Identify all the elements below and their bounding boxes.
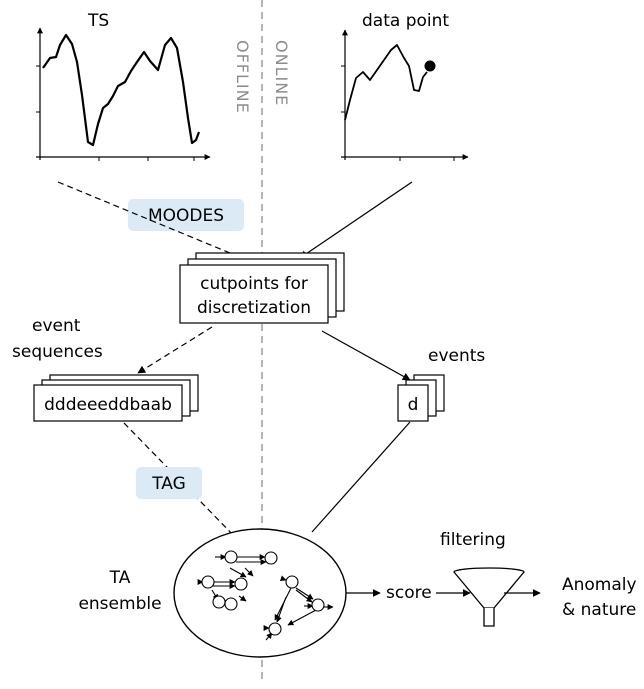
event-sequence-example: dddeeeddbaab <box>44 395 172 415</box>
automata-graph <box>197 550 334 641</box>
data-point-plot: data point <box>341 11 469 161</box>
ta-ensemble-line2: ensemble <box>78 594 161 614</box>
online-label: ONLINE <box>272 40 291 106</box>
funnel-icon <box>453 567 525 627</box>
cutpoints-line2: discretization <box>197 298 311 318</box>
event-sequences-stack: dddeeeddbaab <box>33 374 199 422</box>
events-to-ensemble-line <box>311 421 411 533</box>
score-label: score <box>386 583 432 603</box>
events-label: events <box>428 346 485 366</box>
moodes-label: MOODES <box>148 206 224 226</box>
data-point-plot-title: data point <box>362 11 449 31</box>
offline-label: OFFLINE <box>233 40 252 114</box>
event-sequences-line1: event <box>32 316 81 336</box>
cutpoints-to-events-arrow <box>321 330 411 381</box>
cutpoints-line1: cutpoints for <box>200 274 308 294</box>
moodes-label-bg <box>128 199 244 231</box>
ta-ensemble-line1: TA <box>109 568 131 588</box>
ts-plot-title: TS <box>87 11 109 31</box>
output-line1: Anomaly <box>562 575 637 595</box>
ta-ensemble-ellipse <box>173 528 347 658</box>
event-sequences-line2: sequences <box>12 342 103 362</box>
filtering-label: filtering <box>440 530 506 550</box>
data-point-series-line <box>344 44 428 121</box>
cutpoints-to-sequences-arrow <box>137 326 213 374</box>
new-data-point-marker <box>424 60 436 72</box>
ts-plot: TS <box>36 11 211 161</box>
ts-to-cutpoints-arrow <box>57 181 248 261</box>
tag-label: TAG <box>151 474 186 494</box>
cutpoints-stack: cutpoints for discretization <box>179 252 345 324</box>
tag-label-bg <box>136 467 202 499</box>
output-line2: & nature <box>562 600 636 620</box>
events-stack: d <box>397 374 445 422</box>
ts-series-line <box>42 33 201 147</box>
datapoint-to-cutpoints-arrow <box>299 181 413 259</box>
event-example: d <box>408 395 419 415</box>
